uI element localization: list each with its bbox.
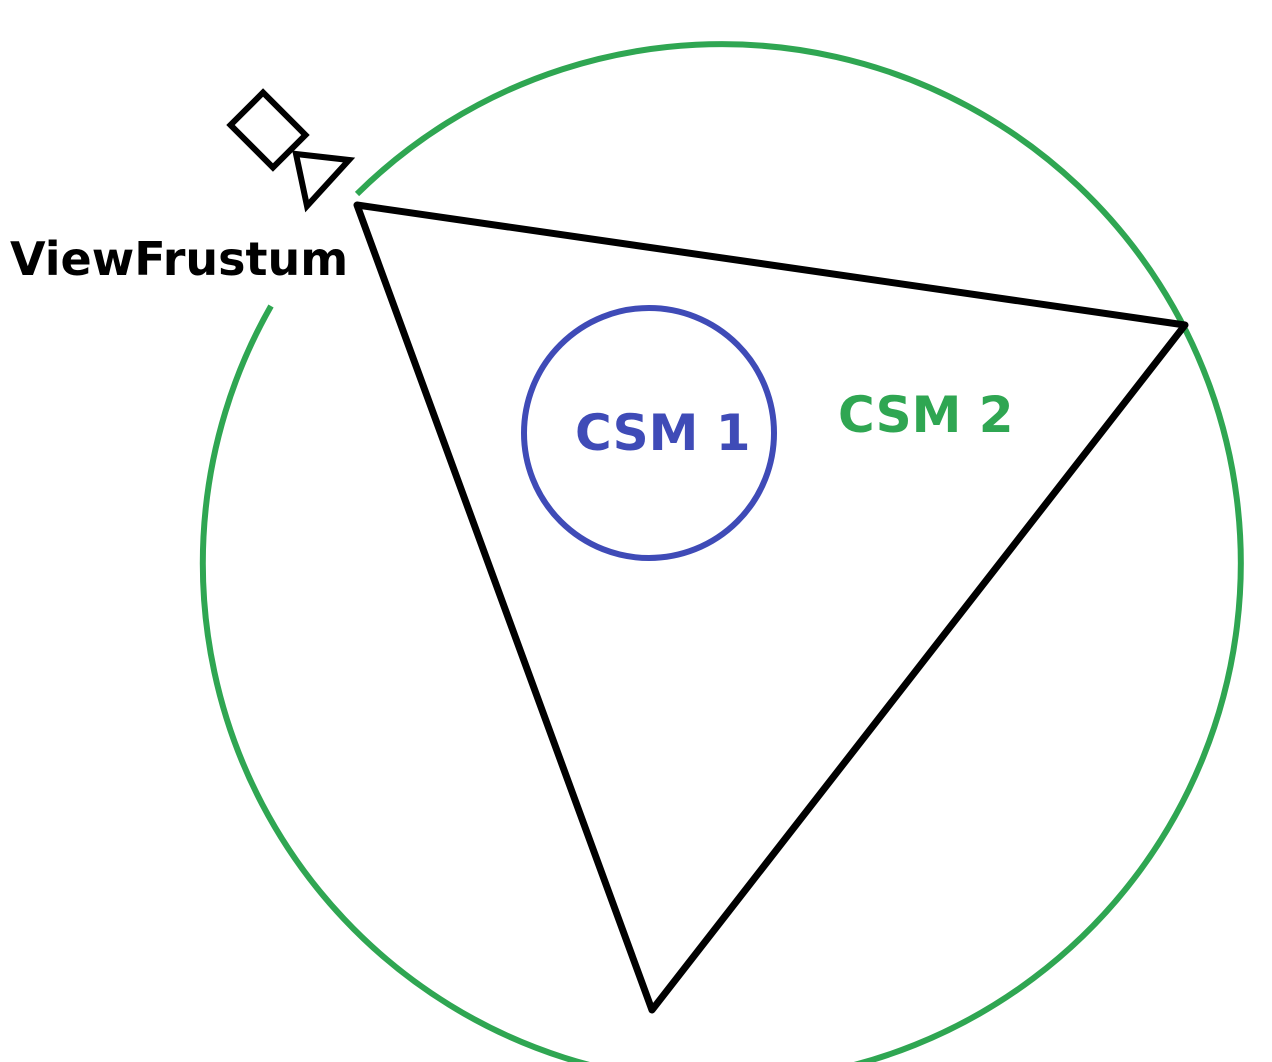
view-frustum-label: ViewFrustum [10, 232, 348, 286]
camera-body [226, 88, 310, 172]
camera-icon [226, 88, 356, 213]
csm1-bounding-circle [521, 305, 777, 561]
view-frustum-triangle [353, 201, 1189, 1014]
csm1-label: CSM 1 [575, 404, 751, 462]
csm2-bounding-circle [199, 41, 1244, 1062]
csm2-label: CSM 2 [838, 386, 1014, 444]
camera-lens [292, 150, 356, 213]
